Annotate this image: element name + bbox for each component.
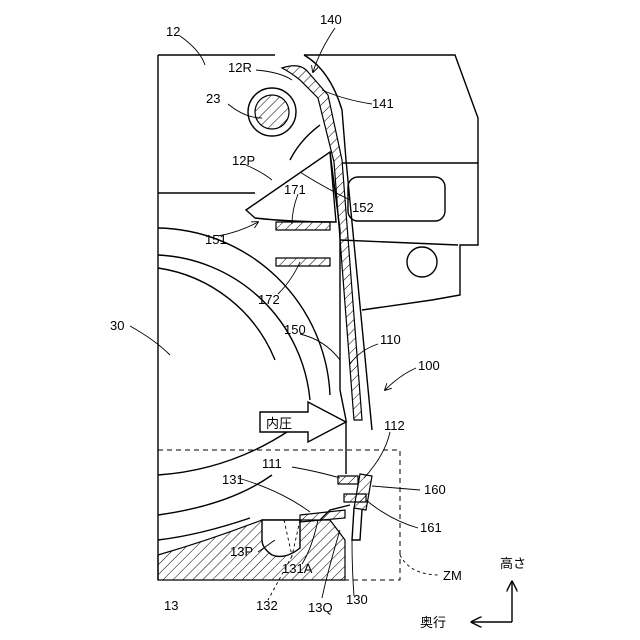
housing-12-outline	[158, 55, 478, 580]
label-111: 111	[262, 456, 282, 471]
label-12: 12	[166, 24, 180, 39]
label-13Q: 13Q	[308, 600, 333, 615]
label-110: 110	[380, 332, 401, 347]
protrusion-13P	[262, 520, 300, 556]
label-depth: 奥行	[420, 616, 446, 631]
label-13: 13	[164, 598, 178, 613]
label-naiatsu: 内圧	[266, 416, 292, 432]
label-131: 131	[222, 472, 244, 487]
label-141: 141	[372, 96, 394, 111]
label-130: 130	[346, 592, 368, 607]
label-132: 132	[256, 598, 278, 613]
label-12R: 12R	[228, 60, 252, 75]
label-131A: 131A	[282, 561, 313, 576]
label-30: 30	[110, 318, 124, 333]
rib-172	[276, 258, 330, 266]
rib-171	[276, 222, 330, 230]
bolt-23	[248, 88, 296, 136]
label-140: 140	[320, 12, 342, 27]
label-161: 161	[420, 520, 442, 535]
cover-110	[282, 66, 362, 420]
label-160: 160	[424, 482, 446, 497]
label-112: 112	[384, 418, 405, 433]
label-ZM: ZM	[443, 568, 462, 583]
label-172: 172	[258, 292, 280, 307]
label-150: 150	[284, 322, 306, 337]
label-23: 23	[206, 91, 220, 106]
cylinder-30	[158, 228, 330, 540]
label-12P: 12P	[232, 153, 255, 168]
label-100: 100	[418, 358, 440, 373]
label-171: 171	[284, 182, 306, 197]
internal-pressure-arrow: 内圧	[260, 402, 346, 442]
label-152: 152	[352, 200, 374, 215]
label-height: 高さ	[500, 556, 526, 572]
hole-right	[407, 247, 437, 277]
label-13P: 13P	[230, 544, 253, 559]
label-151: 151	[205, 232, 227, 247]
direction-axes: 高さ 奥行	[420, 556, 526, 631]
